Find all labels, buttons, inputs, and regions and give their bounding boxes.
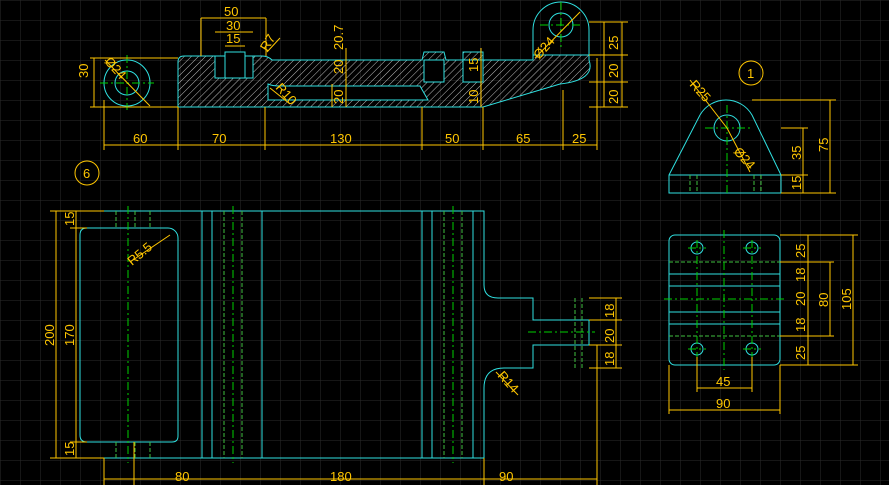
slot-right xyxy=(462,59,484,83)
dim-20-right-a: 20 xyxy=(606,64,621,78)
view-6-callout xyxy=(74,160,100,186)
dim-80: 80 xyxy=(175,469,189,484)
dim-65: 65 xyxy=(516,131,530,146)
view-6-label: 6 xyxy=(83,166,90,181)
slot-tenon xyxy=(224,51,246,79)
dim-50-bottom: 50 xyxy=(445,131,459,146)
dim-180: 180 xyxy=(330,469,352,484)
dim-20-br: 20 xyxy=(793,292,808,306)
dim-60: 60 xyxy=(133,131,147,146)
slot-mid xyxy=(423,59,445,83)
dim-130: 130 xyxy=(330,131,352,146)
dim-20-7: 20.7 xyxy=(331,25,346,50)
lower-recess xyxy=(267,83,429,101)
dim-20-plan: 20 xyxy=(602,329,617,343)
dim-80-br: 80 xyxy=(816,293,831,307)
dim-10-vert: 10 xyxy=(466,90,481,104)
dim-30: 30 xyxy=(226,18,240,33)
dim-18-br-b: 18 xyxy=(793,318,808,332)
dim-50: 50 xyxy=(224,4,238,19)
dim-20-right-b: 20 xyxy=(606,90,621,104)
right-boss-outline xyxy=(532,1,590,56)
dim-90-br: 90 xyxy=(716,396,730,411)
view-1-label: 1 xyxy=(747,66,754,81)
bottom-right-centerlines xyxy=(664,230,785,370)
right-view-outline xyxy=(668,99,782,194)
dim-170: 170 xyxy=(62,324,77,346)
dim-105: 105 xyxy=(839,288,854,310)
dim-25-right: 25 xyxy=(606,36,621,50)
dim-15-r1: 15 xyxy=(789,176,804,190)
dim-35: 35 xyxy=(789,146,804,160)
dim-45: 45 xyxy=(716,374,730,389)
dim-70: 70 xyxy=(212,131,226,146)
plan-dimension-lines xyxy=(50,210,622,485)
dim-200: 200 xyxy=(42,324,57,346)
dim-18-br-a: 18 xyxy=(793,268,808,282)
right-view-centerlines xyxy=(705,105,752,195)
dim-75: 75 xyxy=(816,138,831,152)
dim-20-mid: 20 xyxy=(331,90,346,104)
dim-90-plan: 90 xyxy=(499,469,513,484)
dim-15: 15 xyxy=(226,31,240,46)
dim-30-left: 30 xyxy=(76,64,91,78)
dim-25-br-top: 25 xyxy=(793,244,808,258)
plan-centerlines xyxy=(127,206,595,463)
dim-15-vert: 15 xyxy=(466,58,481,72)
dim-20-vert: 20 xyxy=(331,60,346,74)
dim-18-plan-a: 18 xyxy=(602,304,617,318)
bottom-right-dimension-lines xyxy=(668,234,858,414)
plan-hidden-lines xyxy=(115,211,583,458)
dim-15-plan-top: 15 xyxy=(62,212,77,226)
view-1-callout xyxy=(738,60,764,86)
dim-25-br-bottom: 25 xyxy=(793,346,808,360)
bottom-right-texts: 25 18 20 18 25 80 105 45 90 xyxy=(716,244,854,411)
section-view xyxy=(103,1,591,108)
dim-18-plan-b: 18 xyxy=(602,352,617,366)
right-view-dimension-lines xyxy=(689,79,836,194)
dim-r7: R7 xyxy=(257,32,279,54)
dim-15-plan-bottom: 15 xyxy=(62,442,77,456)
right-view-hidden-lines xyxy=(689,175,762,193)
section-dimension-lines xyxy=(90,11,628,150)
dim-25-bottom: 25 xyxy=(572,131,586,146)
